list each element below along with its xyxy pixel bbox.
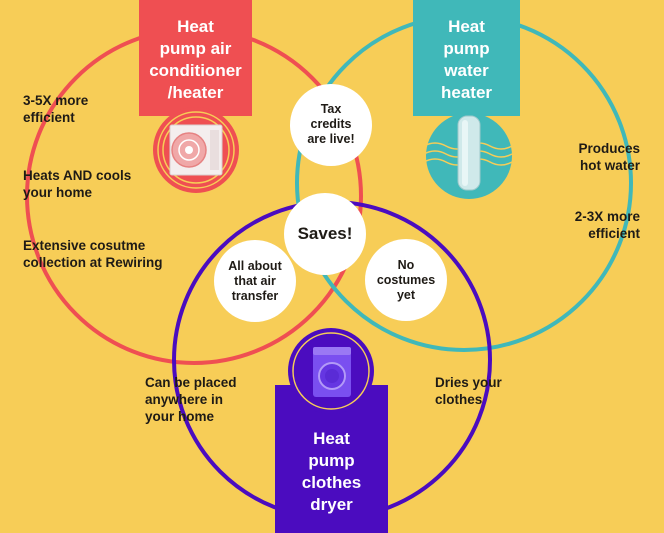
ac-heats-cools-label: Heats AND cools your home	[23, 167, 131, 201]
dryer-placed-label: Can be placed anywhere in your home	[145, 374, 237, 425]
tax-credits-text: Tax credits are live!	[290, 102, 372, 147]
no-costumes-text: No costumes yet	[365, 258, 447, 303]
wh-efficiency-label: 2-3X more efficient	[546, 208, 640, 242]
dryer-dries-label: Dries your clothes	[435, 374, 502, 408]
water-heater-title: Heat pump water heater	[413, 16, 520, 104]
clothes-dryer-icon	[288, 328, 374, 414]
ac-costume-label: Extensive cosutme collection at Rewiring	[23, 237, 163, 271]
air-conditioner-unit-icon	[153, 107, 239, 193]
air-transfer-text: All about that air transfer	[214, 259, 296, 304]
ac-efficiency-label: 3-5X more efficient	[23, 92, 88, 126]
saves-text: Saves!	[284, 224, 366, 244]
air-conditioner-title: Heat pump air conditioner /heater	[139, 16, 252, 104]
wh-hot-water-label: Produces hot water	[546, 140, 640, 174]
clothes-dryer-title: Heat pump clothes dryer	[275, 428, 388, 516]
